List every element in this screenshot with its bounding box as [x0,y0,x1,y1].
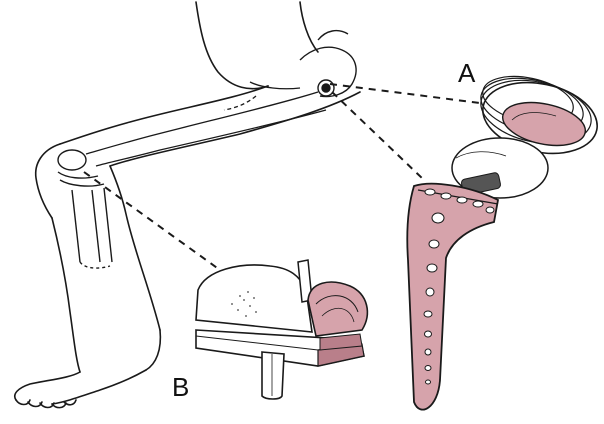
femoral-stem [407,184,498,410]
knee-joint [58,150,112,268]
label-b: B [172,372,189,402]
knee-femoral-component [196,260,367,366]
label-a: A [458,58,476,88]
tibial-stem [262,352,284,399]
